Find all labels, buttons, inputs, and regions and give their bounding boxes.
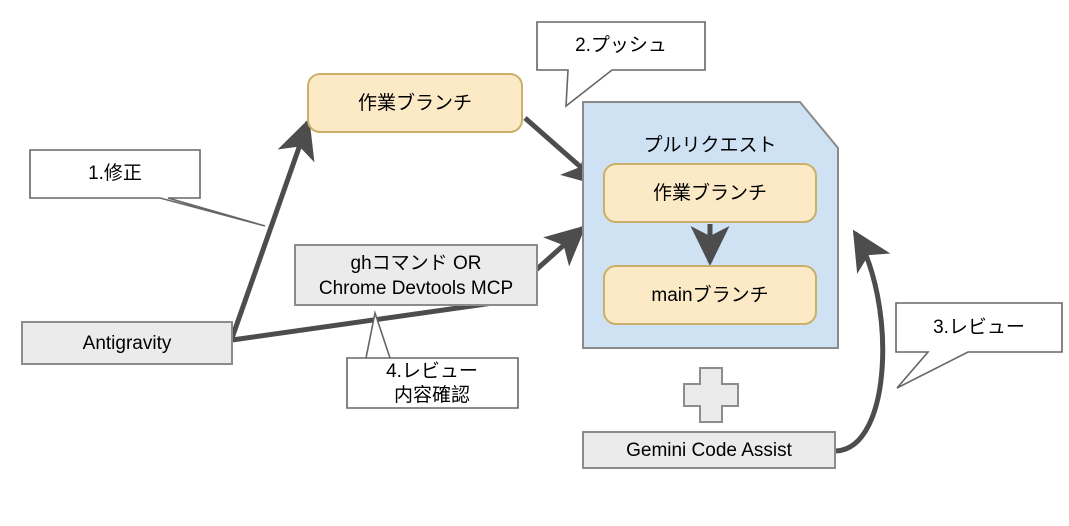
node-shape xyxy=(603,163,817,223)
arrow-line xyxy=(229,118,315,339)
node-work-branch-outer[interactable]: 作業ブランチ xyxy=(307,73,523,133)
callout-step1[interactable]: 1.修正 xyxy=(29,149,266,227)
callout-label: 2.プッシュ xyxy=(575,34,667,56)
callout-shape xyxy=(895,302,1063,389)
callout-shape xyxy=(536,21,706,108)
callout-label-line1: 4.レビュー xyxy=(386,360,478,382)
node-antigravity[interactable]: Antigravity xyxy=(21,321,233,365)
node-shape xyxy=(21,321,233,365)
connector-antigravity-to-work-branch xyxy=(229,118,315,339)
node-pr-main-branch[interactable]: mainブランチ xyxy=(603,265,817,325)
callout-step3[interactable]: 3.レビュー xyxy=(895,302,1063,389)
callout-shape xyxy=(29,149,266,227)
arrow-curve xyxy=(835,229,891,454)
node-gemini-code-assist[interactable]: Gemini Code Assist xyxy=(582,431,836,469)
callout-label-line2: 内容確認 xyxy=(394,384,470,406)
node-gh-command[interactable]: ghコマンド OR Chrome Devtools MCP xyxy=(294,244,538,306)
plus-shape xyxy=(683,367,739,423)
node-label: 作業ブランチ xyxy=(653,181,767,204)
node-pr-work-branch[interactable]: 作業ブランチ xyxy=(603,163,817,223)
plus-icon xyxy=(683,367,739,423)
callout-label: 1.修正 xyxy=(88,162,142,184)
node-label: 作業ブランチ xyxy=(358,91,472,114)
callout-step4[interactable]: 4.レビュー 内容確認 xyxy=(346,309,519,409)
node-shape xyxy=(603,265,817,325)
node-shape xyxy=(294,244,538,306)
node-shape xyxy=(582,431,836,469)
node-label: Gemini Code Assist xyxy=(626,440,793,461)
node-label: プルリクエスト xyxy=(643,134,776,156)
node-label: mainブランチ xyxy=(651,283,768,306)
callout-shape xyxy=(346,309,519,409)
connector-gemini-to-pr xyxy=(835,229,891,454)
node-label: Antigravity xyxy=(83,333,172,354)
node-pull-request-container[interactable]: プルリクエスト 作業ブランチ mainブランチ xyxy=(582,101,839,349)
callout-step2[interactable]: 2.プッシュ xyxy=(536,21,706,108)
node-shape xyxy=(307,73,523,133)
node-label-line2: Chrome Devtools MCP xyxy=(319,278,513,299)
node-label-line1: ghコマンド OR xyxy=(351,253,482,274)
callout-label: 3.レビュー xyxy=(933,316,1025,338)
